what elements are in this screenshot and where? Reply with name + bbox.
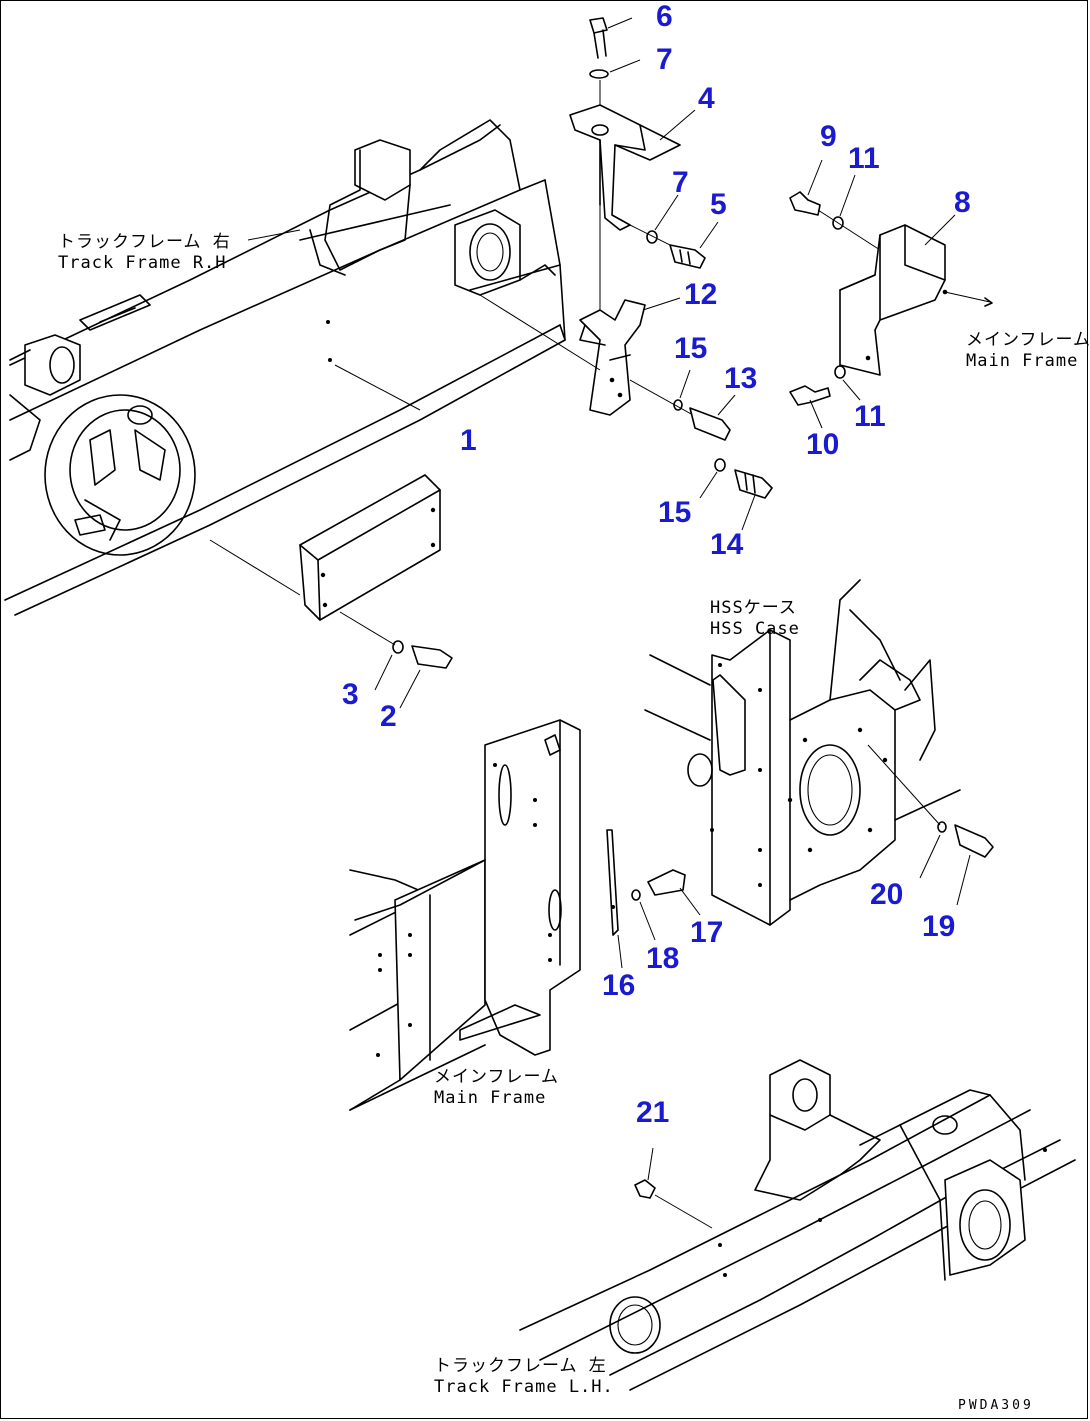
part-number-7: 7 xyxy=(672,166,689,199)
part-number-19: 19 xyxy=(922,910,956,943)
hss-case-label-en: HSS Case xyxy=(710,619,800,639)
track-frame-lh-label-jp: トラックフレーム 左 xyxy=(434,1356,607,1376)
track-frame-rh-label-jp: トラックフレーム 右 xyxy=(58,232,231,252)
track-frame-lh xyxy=(519,1059,1076,1391)
part-number-2: 2 xyxy=(380,700,397,733)
hss-case-label: HSSケース HSS Case xyxy=(710,598,800,640)
part-number-16: 16 xyxy=(602,969,636,1002)
part-number-8: 8 xyxy=(954,186,971,219)
main-frame-top-label-jp: メインフレーム xyxy=(966,330,1090,350)
part-number-15: 15 xyxy=(658,496,692,529)
washer-part-15-upper xyxy=(673,369,691,411)
washer-part-11-lower xyxy=(834,365,861,401)
hss-case xyxy=(644,579,961,926)
part-number-4: 4 xyxy=(698,82,715,115)
part-number-13: 13 xyxy=(724,362,758,395)
part-number-1: 1 xyxy=(460,424,477,457)
part-number-9: 9 xyxy=(820,120,837,153)
plate-part-16 xyxy=(606,829,623,969)
part-number-7: 7 xyxy=(656,43,673,76)
washer-part-20 xyxy=(919,821,947,879)
part-number-6: 6 xyxy=(656,0,673,33)
main-frame-top-label: メインフレーム Main Frame xyxy=(966,330,1090,372)
track-frame-lh-label: トラックフレーム 左 Track Frame L.H. xyxy=(434,1356,614,1398)
part-number-20: 20 xyxy=(870,878,904,911)
bolt-part-10 xyxy=(789,385,831,429)
track-frame-rh-label-en: Track Frame R.H xyxy=(58,253,227,273)
bracket-part-8 xyxy=(839,214,993,376)
bolt-washer-parts-2-3 xyxy=(374,640,453,709)
bolt-part-13 xyxy=(689,394,736,441)
main-frame-bottom-label-jp: メインフレーム xyxy=(434,1067,559,1087)
part-number-21: 21 xyxy=(636,1096,670,1129)
washer-part-7-top xyxy=(589,59,641,79)
part-number-14: 14 xyxy=(710,528,744,561)
clamp-part-12 xyxy=(479,294,721,431)
main-frame-top-label-en: Main Frame xyxy=(966,351,1079,371)
bracket-part-4 xyxy=(569,104,696,231)
part-number-12: 12 xyxy=(684,278,718,311)
part-number-3: 3 xyxy=(342,678,359,711)
bolt-part-9 xyxy=(789,159,823,216)
washer-part-18 xyxy=(631,889,656,941)
track-frame-rh xyxy=(4,119,566,616)
part-number-11: 11 xyxy=(854,400,886,433)
bolt-part-14 xyxy=(734,469,773,531)
part-number-17: 17 xyxy=(690,916,724,949)
cover-plate-part-1 xyxy=(299,474,441,646)
part-number-11: 11 xyxy=(848,142,880,175)
part-number-15: 15 xyxy=(674,332,708,365)
bolt-part-6 xyxy=(589,17,633,59)
bolt-part-19 xyxy=(954,824,994,906)
washer-part-15-lower xyxy=(699,458,726,499)
track-frame-rh-label: トラックフレーム 右 Track Frame R.H xyxy=(58,232,231,274)
bolt-part-17 xyxy=(647,869,701,916)
main-frame xyxy=(349,719,581,1111)
hss-case-label-jp: HSSケース xyxy=(710,598,797,618)
washer-part-11-upper xyxy=(817,174,881,251)
part-number-5: 5 xyxy=(710,188,727,221)
part-number-18: 18 xyxy=(646,942,680,975)
main-frame-bottom-label-en: Main Frame xyxy=(434,1088,547,1108)
plug-part-21 xyxy=(634,1147,713,1229)
track-frame-lh-label-en: Track Frame L.H. xyxy=(434,1377,614,1397)
drawing-code: PWDA309 xyxy=(958,1398,1034,1413)
bolt-part-5 xyxy=(669,221,719,269)
main-frame-bottom-label: メインフレーム Main Frame xyxy=(434,1067,559,1109)
part-number-10: 10 xyxy=(806,428,840,461)
